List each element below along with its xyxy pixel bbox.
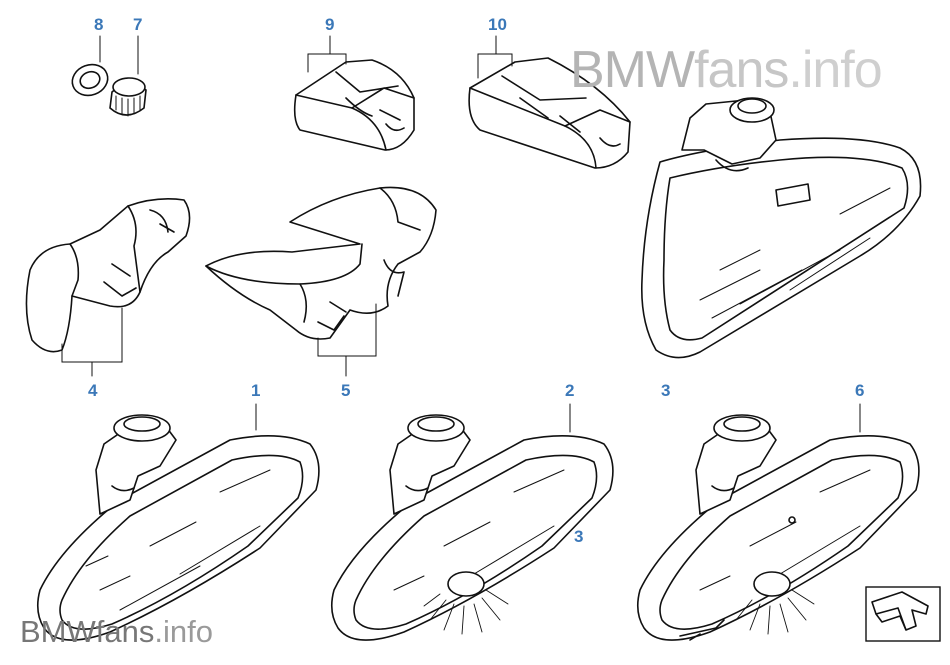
part-8-ring bbox=[71, 35, 109, 97]
part-3-mirror-assembly bbox=[640, 97, 922, 359]
callout-1: 1 bbox=[251, 381, 261, 400]
callout-2: 2 bbox=[565, 381, 575, 400]
callout-8: 8 bbox=[94, 15, 104, 34]
part-7-knob bbox=[109, 35, 147, 117]
part-1-mirror bbox=[36, 403, 320, 641]
watermark-bottom-info: .info bbox=[154, 614, 213, 649]
callout-9: 9 bbox=[325, 15, 335, 34]
watermark-top: BMWfans.info bbox=[570, 41, 883, 99]
part-9-cover bbox=[293, 35, 415, 151]
callout-10: 10 bbox=[488, 15, 507, 34]
callout-4: 4 bbox=[88, 381, 98, 400]
bent-arrow-icon[interactable] bbox=[865, 586, 941, 642]
part-2-mirror bbox=[330, 403, 614, 641]
watermark-top-info: .info bbox=[788, 41, 882, 99]
callout-6: 6 bbox=[855, 381, 865, 400]
watermark-bottom-fans: fans bbox=[95, 614, 155, 649]
watermark-bottom: BMWfans.info bbox=[20, 616, 213, 647]
watermark-top-fans: fans bbox=[694, 41, 789, 99]
watermark-top-bmw: BMW bbox=[570, 41, 695, 99]
part-10-cover bbox=[468, 35, 631, 169]
part-4-housing bbox=[25, 198, 191, 377]
watermark-bottom-bmw: BMW bbox=[20, 614, 96, 649]
light-rays-6 bbox=[735, 589, 815, 635]
callout-7: 7 bbox=[133, 15, 143, 34]
callout-3-lower: 3 bbox=[574, 527, 584, 546]
part-6-mirror bbox=[636, 403, 920, 641]
callout-3-upper: 3 bbox=[661, 381, 671, 400]
part-5-housing bbox=[205, 186, 437, 377]
light-rays-2 bbox=[423, 589, 509, 635]
callout-5: 5 bbox=[341, 381, 351, 400]
